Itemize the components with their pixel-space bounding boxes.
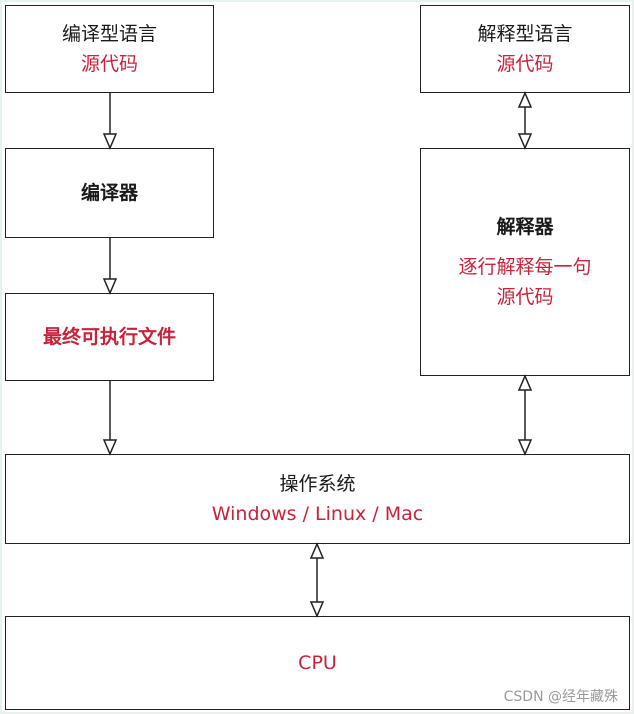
interpreter-box: 解释器 逐行解释每一句 源代码 bbox=[420, 148, 630, 376]
interpreted-language-title: 解释型语言 bbox=[477, 23, 573, 45]
interpreted-language-box: 解释型语言 源代码 bbox=[420, 5, 630, 93]
compiler-title: 编译器 bbox=[80, 182, 138, 204]
interpreter-line2: 源代码 bbox=[496, 286, 554, 308]
executable-box: 最终可执行文件 bbox=[5, 293, 214, 381]
compiled-language-box: 编译型语言 源代码 bbox=[5, 5, 214, 93]
operating-system-title: 操作系统 bbox=[279, 473, 356, 495]
cpu-box: CPU bbox=[5, 616, 630, 710]
cpu-title: CPU bbox=[298, 652, 337, 674]
operating-system-subtitle: Windows / Linux / Mac bbox=[211, 503, 424, 525]
compiled-language-subtitle: 源代码 bbox=[80, 53, 138, 75]
operating-system-box: 操作系统 Windows / Linux / Mac bbox=[5, 454, 630, 544]
watermark: CSDN @经年藏殊 bbox=[503, 689, 618, 705]
interpreted-language-subtitle: 源代码 bbox=[496, 53, 554, 75]
interpreter-line1: 逐行解释每一句 bbox=[458, 256, 592, 278]
interpreter-title: 解释器 bbox=[496, 216, 554, 238]
compiler-box: 编译器 bbox=[5, 148, 214, 238]
compiled-language-title: 编译型语言 bbox=[61, 23, 157, 45]
executable-title: 最终可执行文件 bbox=[42, 326, 176, 348]
